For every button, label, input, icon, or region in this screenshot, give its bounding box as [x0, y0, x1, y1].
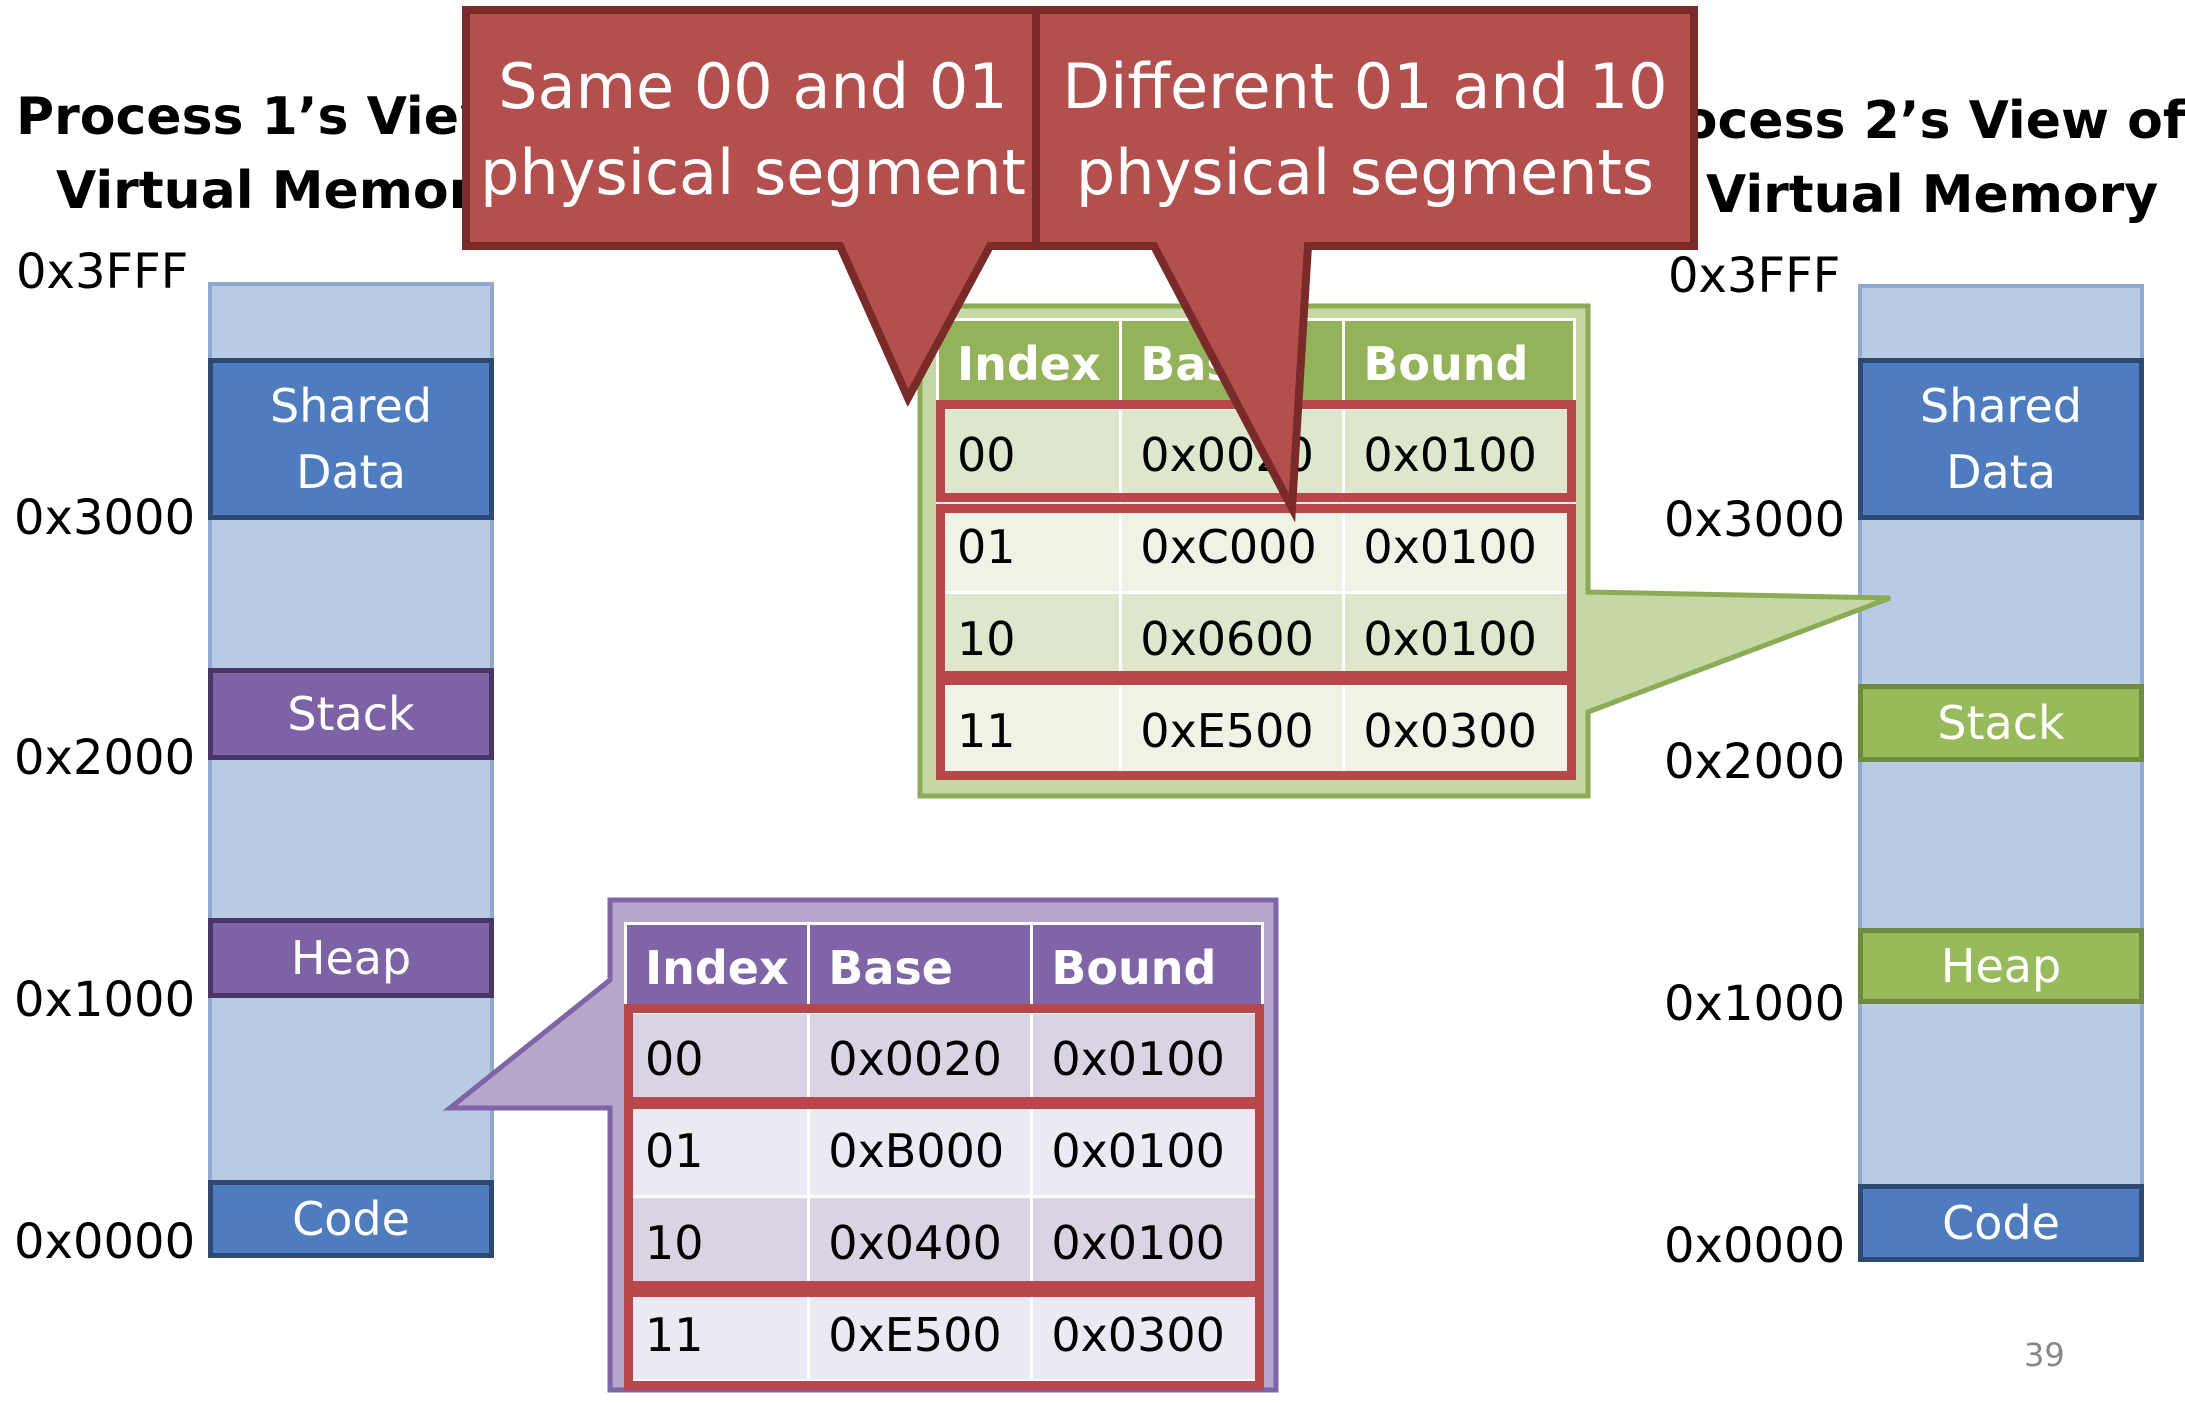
process2-title-line1: Process 2’s View of: [1618, 91, 2185, 151]
cell-index: 01: [623, 1103, 811, 1198]
table-header-row: Index Base Bound: [623, 922, 1264, 1014]
p2-highlight-row-11: [936, 676, 1576, 780]
cell-bound: 0x0100: [1342, 407, 1576, 502]
p1-address-3000: 0x3000: [14, 490, 196, 546]
cell-bound: 0x0100: [1342, 499, 1576, 594]
p2-segment-shared-data: Shared Data: [1858, 358, 2144, 520]
p1-segment-heap: Heap: [208, 918, 494, 998]
cell-bound: 0x0100: [1030, 1195, 1264, 1290]
cell-base: 0xE500: [1119, 683, 1346, 778]
p1-highlight-row-11: [624, 1288, 1264, 1390]
p2-segment-code: Code: [1858, 1184, 2144, 1262]
header-index: Index: [935, 318, 1123, 410]
cell-bound: 0x0300: [1342, 683, 1576, 778]
p1-address-2000: 0x2000: [14, 730, 196, 786]
p2-address-3000: 0x3000: [1664, 492, 1846, 548]
p2-segment-stack: Stack: [1858, 684, 2144, 762]
process1-title-line2: Virtual Memory: [56, 161, 509, 221]
p2-address-3fff: 0x3FFF: [1668, 248, 1841, 304]
cell-bound: 0x0300: [1030, 1287, 1264, 1382]
p1-address-3fff: 0x3FFF: [16, 244, 189, 300]
table-row: 00 0x0020 0x0100: [935, 407, 1576, 502]
cell-index: 00: [623, 1011, 811, 1106]
cell-index: 11: [935, 683, 1123, 778]
header-base: Base: [807, 922, 1034, 1014]
cell-index: 10: [935, 591, 1123, 686]
p1-address-0000: 0x0000: [14, 1214, 196, 1270]
p1-segment-code: Code: [208, 1180, 494, 1258]
p1-address-1000: 0x1000: [14, 972, 196, 1028]
p2-highlight-rows-01-10: [936, 504, 1576, 680]
cell-base: 0x0020: [807, 1011, 1034, 1106]
cell-index: 11: [623, 1287, 811, 1382]
page-number: 39: [2024, 1336, 2065, 1374]
p1-segment-shared-data: Shared Data: [208, 358, 494, 520]
cell-base: 0x0020: [1119, 407, 1346, 502]
cell-base: 0x0400: [807, 1195, 1034, 1290]
cell-base: 0x0600: [1119, 591, 1346, 686]
callout-different-text: Different 01 and 10 physical segments: [1062, 50, 1668, 209]
p1-highlight-rows-01-10: [624, 1100, 1264, 1290]
cell-base: 0xC000: [1119, 499, 1346, 594]
callout-same-text: Same 00 and 01 physical segment: [480, 50, 1026, 209]
header-index: Index: [623, 922, 811, 1014]
callout-different-bubble: [1032, 6, 1698, 523]
table-row: 11 0xE500 0x0300: [935, 683, 1576, 778]
header-bound: Bound: [1030, 922, 1264, 1014]
process2-title-line2: Virtual Memory: [1706, 165, 2159, 225]
p2-address-1000: 0x1000: [1664, 976, 1846, 1032]
table-row: 10 0x0600 0x0100: [935, 591, 1576, 686]
p2-address-2000: 0x2000: [1664, 734, 1846, 790]
header-bound: Bound: [1342, 318, 1576, 410]
table-row: 10 0x0400 0x0100: [623, 1195, 1264, 1290]
cell-bound: 0x0100: [1030, 1011, 1264, 1106]
cell-bound: 0x0100: [1342, 591, 1576, 686]
p1-segment-stack: Stack: [208, 668, 494, 760]
p2-segment-heap: Heap: [1858, 928, 2144, 1004]
table-row: 01 0xC000 0x0100: [935, 499, 1576, 594]
p2-segment-table: Index Base Bound 00 0x0020 0x0100 01 0xC…: [935, 318, 1576, 778]
cell-index: 10: [623, 1195, 811, 1290]
cell-index: 00: [935, 407, 1123, 502]
table-row: 00 0x0020 0x0100: [623, 1011, 1264, 1106]
p2-address-0000: 0x0000: [1664, 1218, 1846, 1274]
